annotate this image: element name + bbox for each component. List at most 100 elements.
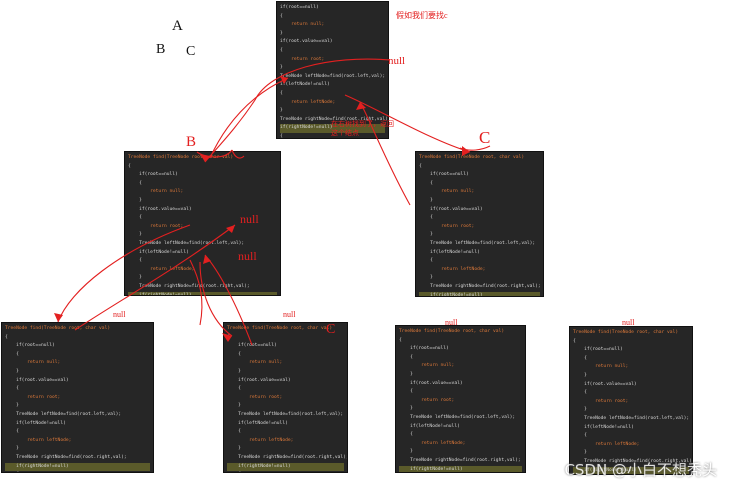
code-line: if(rightNode!=null) bbox=[573, 466, 689, 474]
code-panel-c-left: TreeNode find(TreeNode root, char val){ … bbox=[395, 325, 526, 473]
code-line: return null; bbox=[5, 360, 61, 366]
code-line: } bbox=[280, 108, 283, 114]
code-line: return null; bbox=[280, 22, 325, 28]
code-line: { bbox=[573, 338, 576, 344]
code-line: return null; bbox=[419, 189, 475, 195]
annotation-null-b-left: null bbox=[240, 212, 259, 226]
code-line: return leftNode; bbox=[280, 99, 336, 105]
code-line: if(root.value==val) bbox=[5, 377, 69, 383]
code-line: if(rightNode!=null) bbox=[280, 124, 385, 133]
arrow-c-return-top bbox=[359, 101, 411, 206]
code-line: { bbox=[419, 215, 433, 221]
arrow-b-to-bl bbox=[57, 224, 191, 323]
code-line: } bbox=[419, 197, 433, 203]
tree-node-c: C bbox=[186, 44, 196, 59]
code-line: if(root.value==val) bbox=[280, 39, 333, 45]
code-line: { bbox=[227, 429, 241, 435]
code-line: { bbox=[227, 351, 241, 357]
code-line: return root; bbox=[227, 394, 283, 400]
code-line: } bbox=[5, 446, 19, 452]
code-line: TreeNode rightNode=find(root.right,val); bbox=[227, 454, 348, 460]
code-line: TreeNode find(TreeNode root, char val) bbox=[227, 326, 333, 331]
code-line: return root; bbox=[280, 56, 325, 62]
code-line: } bbox=[399, 406, 413, 412]
annotation-null-cr: null bbox=[622, 318, 635, 327]
code-line: return root; bbox=[5, 394, 61, 400]
code-line: } bbox=[419, 275, 433, 281]
code-line: } bbox=[399, 449, 413, 455]
watermark: CSDN @小白不想秃头 bbox=[564, 461, 717, 479]
arrow-b-to-br bbox=[199, 261, 233, 337]
code-line: TreeNode leftNode=find(root.left,val); bbox=[227, 411, 344, 417]
code-line: if(leftNode!=null) bbox=[419, 249, 480, 255]
annotation-this-node: 这个结点 bbox=[331, 129, 359, 137]
code-line: TreeNode find(TreeNode root, char val) bbox=[419, 155, 525, 160]
code-line: { bbox=[128, 163, 131, 169]
code-line: if(root.value==val) bbox=[128, 206, 192, 212]
annotation-label-c: C bbox=[479, 128, 491, 147]
code-line: return leftNode; bbox=[227, 437, 294, 443]
code-line: if(root==null) bbox=[573, 347, 623, 353]
code-line: { bbox=[399, 354, 413, 360]
code-line: return null; bbox=[227, 360, 283, 366]
annotation-null-top: null bbox=[388, 55, 406, 67]
code-line: } bbox=[399, 371, 413, 377]
code-line: TreeNode find(TreeNode root, char val) bbox=[5, 326, 111, 331]
code-line: if(root==null) bbox=[419, 172, 469, 178]
code-line: } bbox=[280, 65, 283, 71]
code-line: if(rightNode!=null) bbox=[399, 465, 522, 472]
code-line: if(leftNode!=null) bbox=[280, 82, 330, 88]
code-line: } bbox=[419, 232, 433, 238]
code-panel-b: TreeNode find(TreeNode root, char val){ … bbox=[124, 151, 281, 296]
code-line: return leftNode; bbox=[419, 266, 486, 272]
code-line: TreeNode leftNode=find(root.left,val); bbox=[5, 411, 122, 417]
code-line: if(root==null) bbox=[128, 172, 178, 178]
code-block: TreeNode find(TreeNode root, char val){ … bbox=[125, 152, 280, 295]
code-line: return leftNode; bbox=[399, 440, 466, 446]
code-line: { bbox=[399, 337, 402, 343]
code-line: { bbox=[573, 390, 587, 396]
code-panel-top: if(root==null) { return null;} if(root.val… bbox=[276, 1, 389, 139]
code-line: { bbox=[419, 180, 433, 186]
code-line: if(rightNode!=null) bbox=[5, 462, 150, 472]
code-line: { bbox=[5, 334, 8, 340]
code-line: { bbox=[280, 47, 283, 53]
code-line: { bbox=[280, 90, 283, 96]
code-line: { bbox=[5, 386, 19, 392]
arrow-top-to-b bbox=[204, 58, 391, 163]
code-line: return root; bbox=[399, 397, 455, 403]
code-line: TreeNode rightNode=find(root.right,val); bbox=[5, 454, 127, 460]
code-line: { bbox=[573, 355, 587, 361]
arrow-top-to-c bbox=[344, 94, 471, 153]
code-line: { bbox=[573, 433, 587, 439]
code-line: } bbox=[5, 368, 19, 374]
code-line: TreeNode leftNode=find(root.left,val); bbox=[399, 414, 516, 420]
code-line: if(root.value==val) bbox=[227, 377, 291, 383]
code-line: } bbox=[227, 446, 241, 452]
code-line: { bbox=[128, 215, 142, 221]
code-line: } bbox=[128, 232, 142, 238]
code-line: { bbox=[280, 133, 283, 139]
code-panel-b-left: TreeNode find(TreeNode root, char val){ … bbox=[1, 322, 154, 473]
code-line: TreeNode rightNode=find(root.right,val); bbox=[573, 458, 693, 464]
code-line: if(root.value==val) bbox=[419, 206, 483, 212]
code-line: if(root==null) bbox=[280, 5, 319, 10]
code-line: TreeNode leftNode=find(root.left,val); bbox=[280, 73, 386, 79]
scribble-b bbox=[196, 149, 245, 159]
tree-node-b: B bbox=[156, 42, 166, 57]
code-line: { bbox=[280, 13, 283, 19]
code-line: TreeNode find(TreeNode root, char val) bbox=[573, 330, 679, 335]
annotation-label-c-br: C bbox=[326, 322, 336, 337]
code-line: return root; bbox=[573, 398, 629, 404]
arrow-b-return-top bbox=[209, 77, 289, 159]
code-line: TreeNode leftNode=find(root.left,val); bbox=[573, 415, 690, 421]
code-line: if(root.value==val) bbox=[399, 380, 463, 386]
code-line: } bbox=[227, 403, 241, 409]
code-line: if(root==null) bbox=[399, 346, 449, 352]
code-line: } bbox=[573, 407, 587, 413]
code-line: { bbox=[5, 429, 19, 435]
code-line: TreeNode rightNode=find(root.right,val); bbox=[280, 116, 389, 122]
code-line: if(leftNode!=null) bbox=[128, 249, 189, 255]
annotation-null-b-right: null bbox=[238, 249, 257, 263]
code-block: if(root==null) { return null;} if(root.val… bbox=[277, 2, 389, 139]
